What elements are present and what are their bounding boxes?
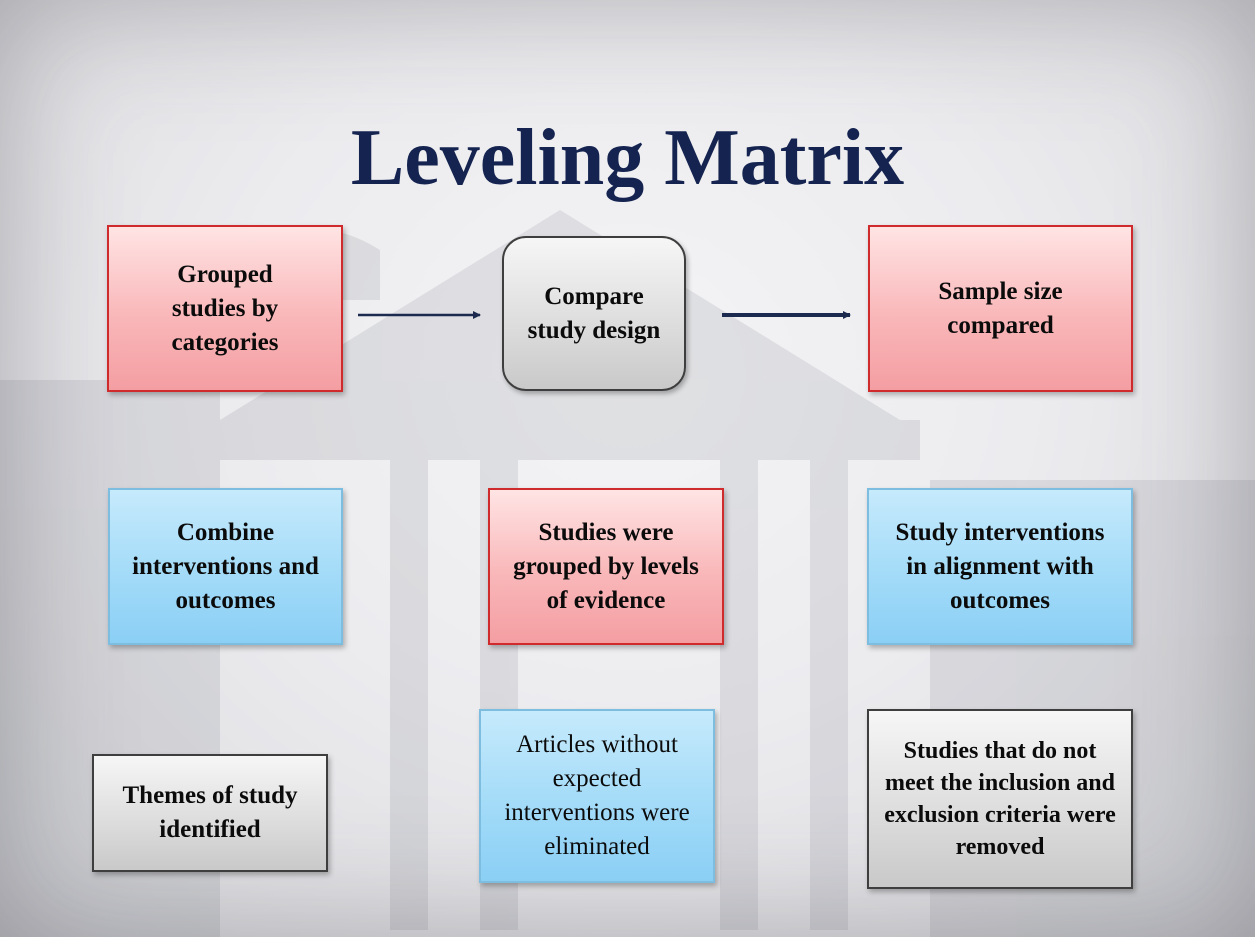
box-themes-identified: Themes of study identified [92,754,328,872]
box-articles-eliminated-text: Articles without expected interventions … [504,731,690,860]
box-combine-interventions-text: Combine interventions and outcomes [132,518,319,614]
box-compare-study-design: Compare study design [502,236,686,391]
box-articles-eliminated: Articles without expected interventions … [479,709,715,883]
box-studies-removed: Studies that do not meet the inclusion a… [867,709,1133,889]
box-sample-size-text: Sample size compared [938,277,1063,339]
box-levels-of-evidence-text: Studies were grouped by levels of eviden… [513,518,699,614]
box-interventions-alignment: Study interventions in alignment with ou… [867,488,1133,645]
box-themes-identified-text: Themes of study identified [122,782,298,843]
box-sample-size: Sample size compared [868,225,1133,392]
box-compare-study-design-text: Compare study design [527,282,661,344]
box-studies-removed-text: Studies that do not meet the inclusion a… [884,738,1116,860]
box-interventions-alignment-text: Study interventions in alignment with ou… [895,518,1105,614]
slide-title: Leveling Matrix [350,114,905,202]
box-grouped-studies-text: Grouped studies by categories [171,260,279,356]
box-combine-interventions: Combine interventions and outcomes [108,488,343,645]
box-grouped-studies: Grouped studies by categories [107,225,343,392]
box-levels-of-evidence: Studies were grouped by levels of eviden… [488,488,724,645]
